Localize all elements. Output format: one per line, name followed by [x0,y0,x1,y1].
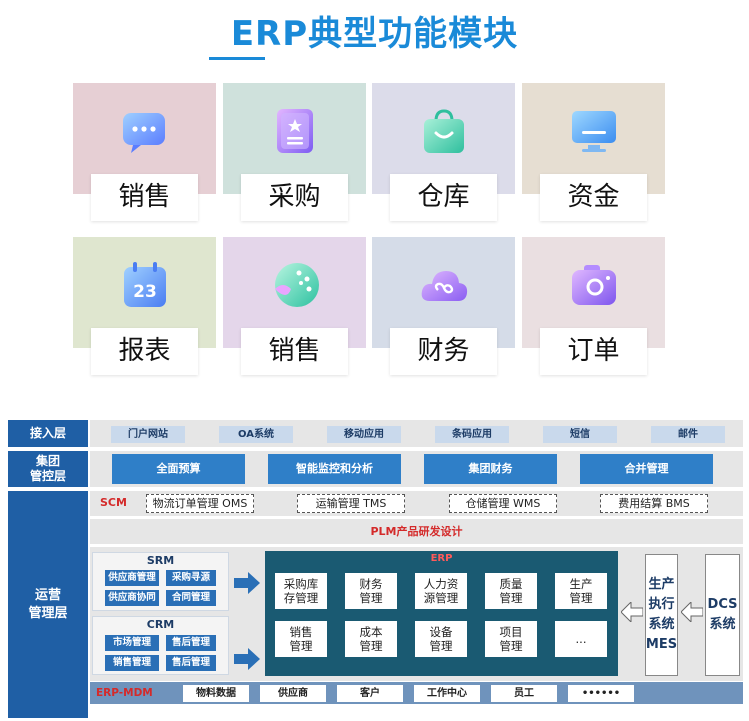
card-finance[interactable]: 财务 [372,237,515,375]
card-label: 资金 [540,174,647,221]
crm-item: 市场管理 [105,635,159,651]
mdm-item: 工作中心 [414,685,480,702]
scm-item: 运输管理 TMS [297,494,405,513]
erp-panel [265,551,618,676]
mdm-item: 员工 [491,685,557,702]
card-label: 销售 [241,328,348,375]
srm-title: SRM [146,554,175,567]
erp-title: ERP [430,553,453,564]
card-sales[interactable]: 销售 [73,83,216,221]
crm-title: CRM [146,618,175,631]
card-reports[interactable]: 23 报表 [73,237,216,375]
title-underline [209,57,265,60]
group-item: 合并管理 [580,454,713,484]
access-item: 门户网站 [111,426,185,443]
mdm-item: •••••• [568,685,634,702]
palette-icon [269,259,321,311]
chat-bubble-icon [119,105,171,157]
erp-module: 采购库 存管理 [275,573,327,609]
arrow-right-icon [234,648,260,670]
cloud-icon [418,259,470,311]
mdm-item: 供应商 [260,685,326,702]
group-item: 智能监控和分析 [268,454,401,484]
scm-item: 物流订单管理 OMS [146,494,254,513]
erp-module: 人力资 源管理 [415,573,467,609]
crm-item: 售后管理 [166,655,216,671]
card-sales-2[interactable]: 销售 [223,237,366,375]
monitor-icon [568,105,620,157]
scm-item: 仓储管理 WMS [449,494,557,513]
scm-label: SCM [100,496,127,509]
arrow-left-icon [681,602,703,622]
access-row [90,420,743,447]
mdm-item: 客户 [337,685,403,702]
card-purchase[interactable]: 采购 [223,83,366,221]
srm-item: 合同管理 [166,590,216,606]
card-funds[interactable]: 资金 [522,83,665,221]
erp-module: ... [555,621,607,657]
mdm-item: 物料数据 [183,685,249,702]
layer-operations: 运营 管理层 [8,491,88,718]
arrow-left-icon [621,602,643,622]
group-item: 全面预算 [112,454,245,484]
document-badge-icon [269,105,321,157]
calendar-day: 23 [133,282,157,302]
layer-group-control: 集团 管控层 [8,451,88,487]
erp-module: 项目 管理 [485,621,537,657]
dcs-box: DCS 系统 [705,554,740,676]
access-item: OA系统 [219,426,293,443]
crm-item: 售后管理 [166,635,216,651]
srm-item: 采购寻源 [166,570,216,586]
access-item: 短信 [543,426,617,443]
srm-item: 供应商协同 [105,590,159,606]
card-label: 销售 [91,174,198,221]
card-label: 财务 [390,328,497,375]
srm-item: 供应商管理 [105,570,159,586]
plm-row: PLM产品研发设计 [90,519,743,544]
calendar-icon: 23 [119,259,171,311]
access-item: 条码应用 [435,426,509,443]
access-item: 邮件 [651,426,725,443]
erp-module: 销售 管理 [275,621,327,657]
mdm-label: ERP-MDM [96,687,153,699]
mes-box: 生产 执行 系统 MES [645,554,678,676]
card-label: 订单 [540,328,647,375]
erp-module: 财务 管理 [345,573,397,609]
shopping-bag-icon [418,105,470,157]
access-item: 移动应用 [327,426,401,443]
erp-module: 生产 管理 [555,573,607,609]
erp-module: 质量 管理 [485,573,537,609]
card-label: 采购 [241,174,348,221]
card-warehouse[interactable]: 仓库 [372,83,515,221]
crm-item: 销售管理 [105,655,159,671]
scm-item: 费用结算 BMS [600,494,708,513]
erp-module: 设备 管理 [415,621,467,657]
layer-access: 接入层 [8,420,88,447]
card-orders[interactable]: 订单 [522,237,665,375]
group-item: 集团财务 [424,454,557,484]
camera-icon [568,259,620,311]
card-label: 仓库 [390,174,497,221]
erp-module: 成本 管理 [345,621,397,657]
card-label: 报表 [91,328,198,375]
arrow-right-icon [234,572,260,594]
page-title: ERP典型功能模块 [230,14,519,54]
